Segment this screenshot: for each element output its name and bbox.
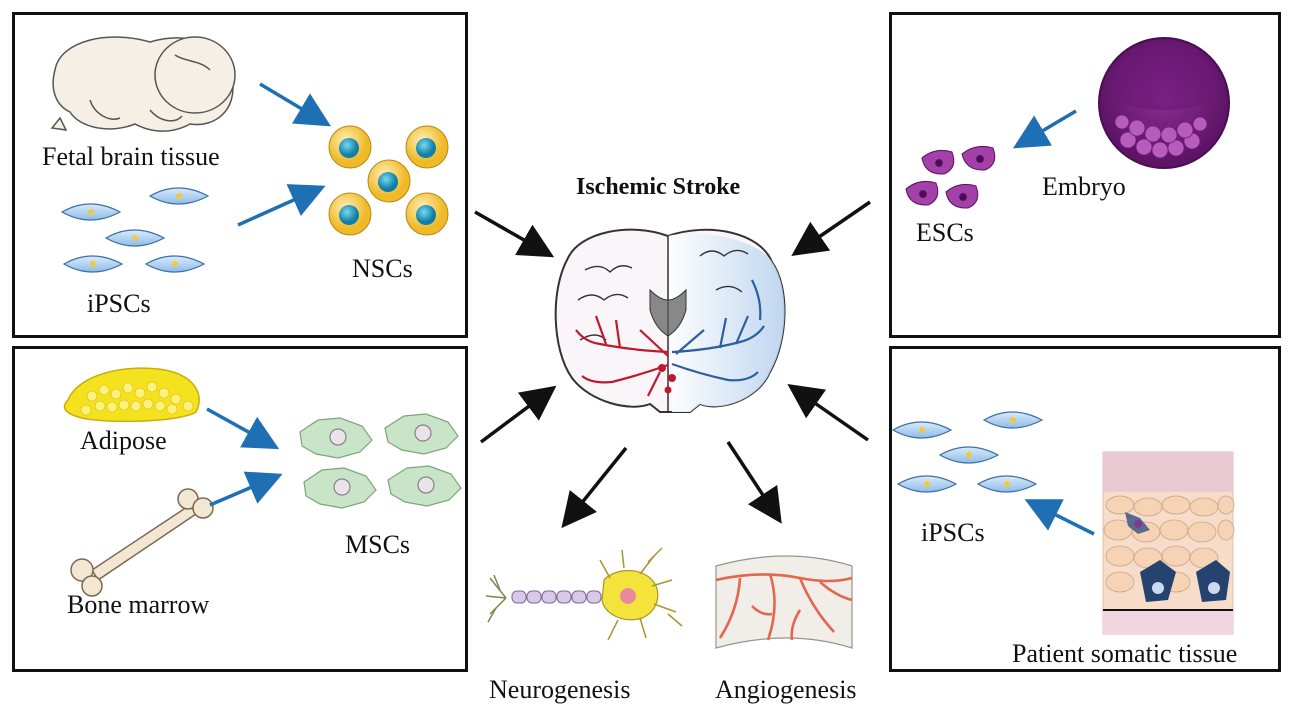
nsc-cells <box>328 125 449 236</box>
ipscs-label-left: iPSCs <box>87 289 151 318</box>
bone-marrow-label: Bone marrow <box>67 590 210 619</box>
ipsc-cell <box>976 475 1038 493</box>
ipsc-cell <box>60 203 122 221</box>
ipsc-cell <box>62 255 124 273</box>
neurogenesis-label: Neurogenesis <box>489 675 631 704</box>
arrow-brain-to-angiogenesis <box>726 441 782 524</box>
nsc-cell <box>328 125 372 169</box>
neuron-illustration <box>485 547 683 641</box>
msc-cells <box>299 413 462 509</box>
msc-cell <box>387 465 462 507</box>
fetus-illustration <box>50 36 236 132</box>
escs-label: ESCs <box>916 218 974 247</box>
nsc-source-panel <box>12 12 468 338</box>
arrow-nsc-to-brain <box>474 210 555 258</box>
ipsc-source-panel <box>889 346 1281 672</box>
ipsc-cell <box>982 411 1044 429</box>
ipsc-cell <box>104 229 166 247</box>
ipsc-cells-left <box>60 187 210 273</box>
arrow-esc-to-brain <box>791 200 871 256</box>
adipose-label: Adipose <box>80 426 167 455</box>
mscs-label: MSCs <box>345 530 411 559</box>
arrow-bone-to-msc <box>209 471 283 507</box>
msc-cell <box>303 467 377 509</box>
esc-source-panel <box>889 12 1281 338</box>
arrow-embryo-to-esc <box>1012 109 1077 149</box>
vessel-tissue-illustration <box>715 555 853 649</box>
ipsc-cell <box>896 475 958 493</box>
brain-illustration <box>554 228 786 413</box>
arrow-tissue-to-ipsc <box>1024 499 1095 536</box>
arrow-brain-to-neurogenesis <box>561 446 628 529</box>
msc-source-panel <box>12 346 468 672</box>
ipscs-label-right: iPSCs <box>921 518 985 547</box>
nsc-cell <box>405 125 449 169</box>
msc-cell <box>299 417 373 459</box>
ipsc-cell <box>938 446 1000 464</box>
page-title: Ischemic Stroke <box>576 174 741 200</box>
bone-illustration <box>70 488 214 597</box>
nsc-cell <box>405 192 449 236</box>
nsc-cell <box>367 159 411 203</box>
fetal-brain-label: Fetal brain tissue <box>42 142 220 171</box>
msc-cell <box>384 413 459 455</box>
arrow-adipose-to-msc <box>206 407 280 450</box>
arrow-msc-to-brain <box>479 385 557 444</box>
embryo-label: Embryo <box>1042 172 1126 201</box>
angiogenesis-label: Angiogenesis <box>715 675 857 704</box>
ipsc-cell <box>891 421 953 439</box>
nsc-cell <box>328 192 372 236</box>
esc-cell <box>905 181 939 206</box>
arrow-fetal-to-nsc <box>259 82 332 127</box>
nscs-label: NSCs <box>352 254 413 283</box>
skin-tissue-illustration <box>1102 451 1235 635</box>
ipsc-cell <box>144 255 206 273</box>
arrow-ipsc-to-brain <box>787 384 869 442</box>
embryo-illustration <box>1098 37 1230 169</box>
ipsc-cells-right <box>891 411 1044 493</box>
esc-cell <box>945 184 979 209</box>
adipose-illustration <box>63 367 200 423</box>
arrow-ipsc-to-nsc <box>237 184 326 227</box>
esc-cells <box>905 146 996 209</box>
patient-tissue-label: Patient somatic tissue <box>1012 639 1238 668</box>
esc-cell <box>961 146 996 171</box>
ipsc-cell <box>148 187 210 205</box>
esc-cell <box>921 150 955 175</box>
